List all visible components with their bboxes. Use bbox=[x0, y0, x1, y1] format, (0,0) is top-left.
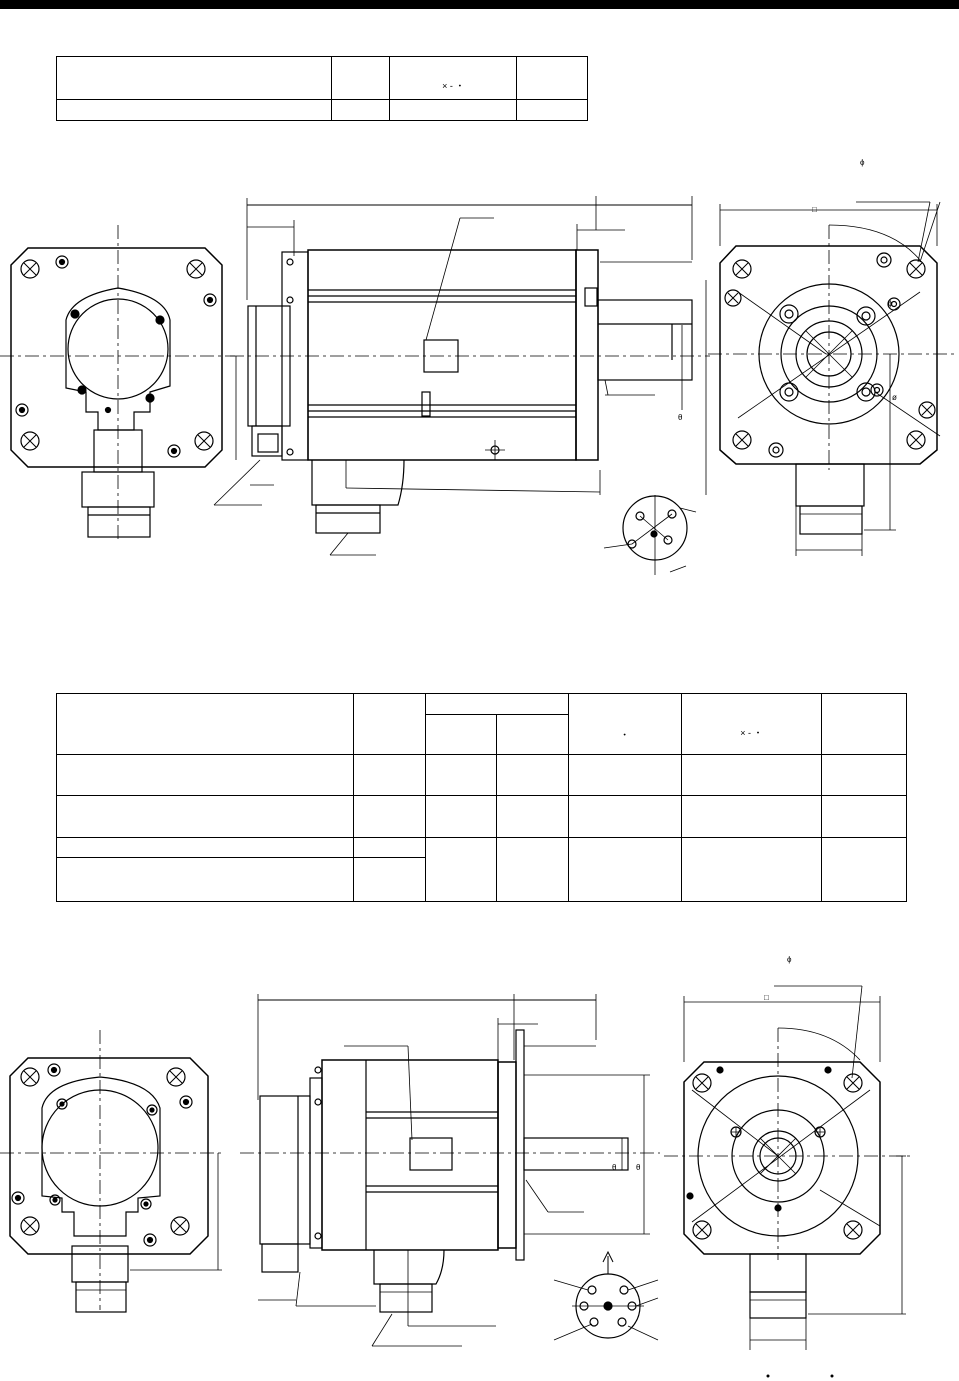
screw-icon bbox=[11, 1191, 25, 1205]
bolt-icon bbox=[170, 1216, 190, 1236]
table2-cell bbox=[567, 753, 682, 797]
diameter-symbol: ø bbox=[892, 393, 897, 402]
table1-header-col4 bbox=[516, 56, 588, 100]
bolt-icon bbox=[918, 401, 936, 419]
table2-header-col5: ・ bbox=[567, 693, 682, 755]
screw-icon bbox=[768, 442, 784, 458]
bolt-icon bbox=[20, 259, 40, 279]
screw-icon bbox=[779, 382, 799, 402]
screw-icon bbox=[56, 1098, 68, 1110]
table1-cell bbox=[516, 99, 588, 121]
bottom-front-view bbox=[664, 985, 910, 1350]
table2-header-model bbox=[55, 693, 355, 755]
table2-cell bbox=[495, 837, 569, 902]
screw-icon bbox=[49, 1194, 61, 1206]
table2-cell bbox=[353, 837, 427, 859]
bolt-icon bbox=[692, 1073, 712, 1093]
diameter-symbol: ϕ bbox=[787, 955, 792, 964]
square-symbol: □ bbox=[764, 993, 769, 1002]
table2-cell bbox=[353, 753, 427, 797]
top-rear-view bbox=[0, 225, 235, 540]
bolt-icon bbox=[166, 1067, 186, 1087]
screw-icon bbox=[15, 403, 29, 417]
table2-cell bbox=[55, 857, 355, 902]
table2-cell bbox=[425, 837, 497, 902]
diameter-symbol: ϕ bbox=[888, 299, 893, 308]
top-border-bar bbox=[0, 0, 959, 9]
bolt-icon bbox=[20, 1067, 40, 1087]
table2-cell bbox=[567, 837, 682, 902]
table2-header-col7 bbox=[821, 693, 907, 755]
bolt-icon bbox=[732, 259, 752, 279]
theta-symbol: θ bbox=[636, 1163, 641, 1172]
table2-cell bbox=[495, 753, 569, 797]
top-front-view bbox=[708, 201, 955, 556]
bolt-icon bbox=[732, 430, 752, 450]
screw-icon bbox=[143, 1233, 157, 1247]
diameter-symbol: ϕ bbox=[860, 158, 865, 167]
spec-table-top: × ‐ ・ bbox=[55, 56, 588, 121]
table2-cell bbox=[425, 753, 497, 797]
theta-symbol: θ bbox=[612, 1163, 617, 1172]
square-symbol: □ bbox=[812, 205, 817, 214]
bottom-rear-view bbox=[0, 1030, 225, 1313]
bolt-icon bbox=[692, 1220, 712, 1240]
screw-icon bbox=[730, 1126, 742, 1138]
table2-cell bbox=[425, 795, 497, 839]
table2-cell bbox=[353, 795, 427, 839]
screw-icon bbox=[814, 1126, 826, 1138]
screw-icon bbox=[856, 306, 876, 326]
bolt-icon bbox=[194, 431, 214, 451]
top-connector-pin-diagram bbox=[603, 495, 697, 575]
table2-cell bbox=[821, 837, 907, 902]
screw-icon bbox=[55, 255, 69, 269]
bolt-icon bbox=[186, 259, 206, 279]
table2-cell bbox=[353, 857, 427, 902]
bolt-icon bbox=[20, 1216, 40, 1236]
bolt-icon bbox=[724, 289, 742, 307]
bolt-icon bbox=[906, 430, 926, 450]
table1-cell bbox=[389, 99, 518, 121]
screw-icon bbox=[140, 1198, 152, 1210]
bolt-icon bbox=[906, 259, 926, 279]
table2-header-col2 bbox=[353, 693, 427, 755]
screw-icon bbox=[167, 444, 181, 458]
table2-cell bbox=[55, 795, 355, 839]
screw-icon bbox=[146, 1104, 158, 1116]
screw-icon bbox=[47, 1063, 61, 1077]
spec-table-bottom: ・ × ‐ ・ bbox=[55, 692, 907, 902]
theta-symbol: θ bbox=[678, 413, 683, 422]
table2-cell bbox=[680, 753, 823, 797]
table2-cell bbox=[680, 837, 823, 902]
table2-cell bbox=[680, 795, 823, 839]
top-side-view bbox=[213, 196, 710, 556]
screw-icon bbox=[876, 252, 892, 268]
table1-cell bbox=[55, 99, 333, 121]
bottom-connector-pin-diagram bbox=[553, 1250, 659, 1341]
bottom-side-view bbox=[240, 994, 660, 1347]
screw-icon bbox=[779, 304, 799, 324]
table2-cell bbox=[55, 837, 355, 859]
screw-icon bbox=[179, 1095, 193, 1109]
screw-icon bbox=[203, 293, 217, 307]
bolt-icon bbox=[843, 1220, 863, 1240]
bolt-icon bbox=[20, 431, 40, 451]
bolt-icon bbox=[843, 1073, 863, 1093]
table1-header-dimensions: × ‐ ・ bbox=[389, 56, 518, 100]
screw-icon bbox=[870, 383, 884, 397]
